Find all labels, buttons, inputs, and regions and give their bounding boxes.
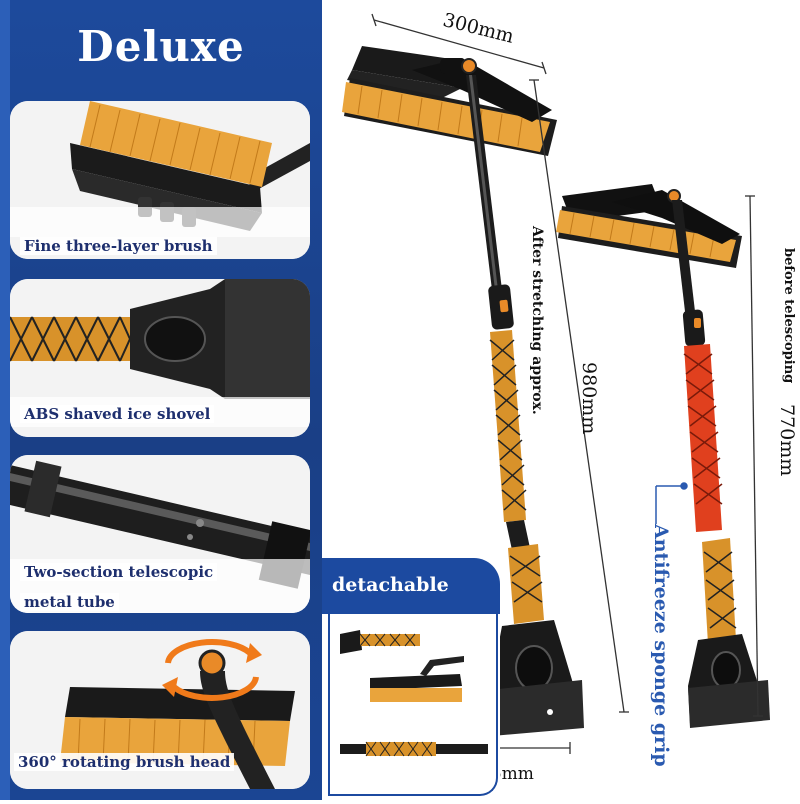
product-svg: [342, 13, 770, 754]
feature-label-tube-line2: metal tube: [20, 593, 119, 611]
panel-stripe: [0, 0, 10, 800]
dimension-extended-value: 980mm: [578, 362, 600, 435]
feature-label-brush: Fine three-layer brush: [20, 237, 217, 255]
grip-label: Antifreeze sponge grip: [650, 524, 672, 767]
detachable-header: detachable: [322, 558, 500, 614]
detachable-title: detachable: [332, 574, 449, 596]
feature-label-rotating: 360° rotating brush head: [14, 753, 235, 771]
feature-label-tube-line1: Two-section telescopic: [20, 563, 218, 581]
product-illustration-area: 300mm After stretching approx. 980mm bef…: [322, 0, 800, 800]
feature-card-brush: Fine three-layer brush: [10, 101, 310, 259]
brush-illustration: [10, 101, 310, 259]
feature-label-shovel: ABS shaved ice shovel: [20, 405, 215, 423]
feature-panel: Deluxe Fine three-layer brush: [0, 0, 322, 800]
feature-card-tube: Two-section telescopic metal tube: [10, 455, 310, 613]
dimension-collapsed-value: 770mm: [776, 404, 798, 477]
detachable-parts: [328, 614, 498, 796]
feature-card-shovel: ABS shaved ice shovel: [10, 279, 310, 437]
feature-card-rotating: 360° rotating brush head: [10, 631, 310, 789]
rotating-head-illustration: [10, 631, 310, 789]
dimension-extended-label: After stretching approx.: [529, 226, 545, 415]
dimension-collapsed-label: before telescoping: [781, 248, 796, 384]
detachable-parts-illustration: [340, 630, 488, 757]
detachable-panel: detachable: [322, 558, 500, 800]
product-title: Deluxe: [77, 22, 245, 71]
tube-illustration: [10, 455, 310, 613]
